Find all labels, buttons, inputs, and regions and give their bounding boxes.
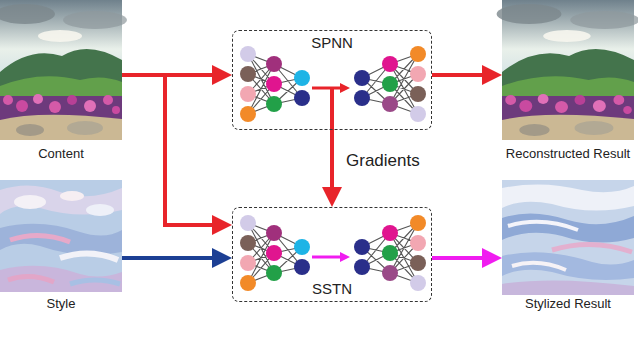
arrow-head [482, 248, 502, 268]
image-caption: Style [47, 296, 76, 312]
illustration-part [330, 88, 334, 130]
reconstructed-photo [497, 0, 638, 140]
result-image: Stylized Result [502, 180, 634, 312]
stylized-painting [502, 180, 634, 295]
arrow-connector [322, 130, 342, 207]
arrow-connector [122, 75, 232, 235]
style-image: Style [0, 180, 122, 312]
illustration-part [552, 244, 632, 252]
illustration-part [502, 252, 634, 280]
illustration-part [312, 256, 340, 259]
connector-line [330, 130, 334, 189]
illustration-part [8, 276, 54, 282]
result-image: Reconstructed Result [502, 0, 634, 162]
illustration-part [502, 180, 634, 295]
illustration-part [340, 252, 350, 262]
illustration-part [0, 266, 122, 292]
image-caption: Reconstructed Result [506, 146, 630, 162]
arrow-connector [432, 248, 502, 268]
inner-arrow [312, 83, 350, 262]
arrow-connector [432, 65, 502, 85]
illustration-part [312, 87, 340, 90]
content-photo [0, 0, 127, 140]
network-name: SPNN [311, 34, 353, 52]
connector-line [432, 73, 484, 77]
illustration-part [14, 195, 46, 209]
image-caption: Stylized Result [525, 296, 611, 312]
illustration-part [86, 204, 114, 216]
image-caption: Content [38, 146, 84, 162]
connector-line [432, 256, 484, 260]
illustration-part [0, 224, 122, 255]
style-painting [0, 180, 122, 292]
illustration-part [502, 213, 634, 242]
network-illustration [240, 215, 426, 291]
illustration-part [502, 280, 634, 295]
illustration-part [0, 180, 122, 292]
network-box: SPNN [232, 30, 432, 130]
illustration-part [508, 222, 578, 230]
illustration-part [10, 235, 70, 242]
connector-line [122, 75, 214, 225]
arrow-head [482, 65, 502, 85]
illustration-part [60, 191, 84, 201]
arrow-head [212, 65, 232, 85]
illustration-part [340, 83, 350, 93]
illustration-part [60, 253, 118, 260]
network-box: SSTN [232, 207, 432, 302]
illustration-part [502, 184, 634, 210]
illustration-part [512, 263, 566, 270]
arrow-head [212, 215, 232, 235]
arrow-head [322, 187, 342, 207]
connector-line [122, 256, 214, 260]
illustration-part [70, 280, 120, 284]
arrow-head [212, 248, 232, 268]
edge-label: Gradients [344, 151, 422, 171]
arrow-connector [122, 248, 232, 268]
content-image: Content [0, 0, 122, 162]
network-name: SSTN [312, 280, 352, 298]
